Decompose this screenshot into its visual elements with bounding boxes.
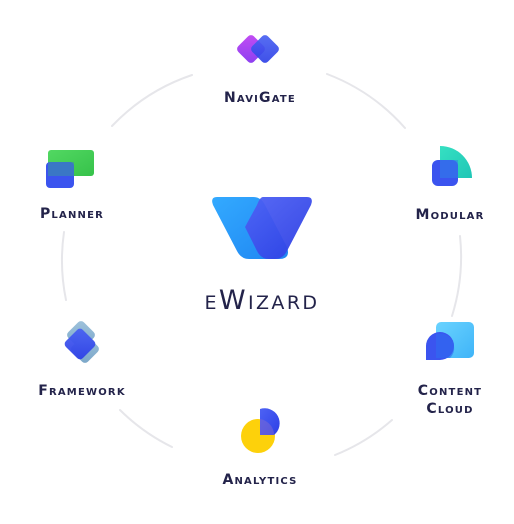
module-framework[interactable]: Framework — [22, 318, 142, 403]
center-title: eWizard — [204, 285, 320, 316]
ring-arc-right — [451, 235, 463, 317]
framework-diamonds-icon — [64, 321, 99, 363]
ring-arc-bottom-left — [119, 409, 173, 448]
ring-arc-bottom-right — [334, 419, 393, 456]
ring-arc-top-right — [326, 73, 406, 129]
module-label-analytics: Analytics — [222, 472, 298, 488]
module-modular[interactable]: Modular — [400, 144, 500, 224]
module-content-cloud[interactable]: Content Cloud — [395, 320, 505, 420]
module-label-framework: Framework — [38, 383, 126, 399]
module-label-content: Content — [417, 383, 483, 399]
module-analytics[interactable]: Analytics — [205, 405, 315, 490]
module-navigate[interactable]: NaviGate — [205, 30, 315, 110]
content-cloud-icon — [426, 322, 474, 360]
modular-quarter-circle-icon — [432, 146, 472, 186]
module-label-planner: Planner — [39, 206, 105, 222]
ewizard-w-logo-icon — [212, 197, 312, 259]
module-label-modular: Modular — [415, 207, 485, 223]
navigate-diamonds-icon — [237, 35, 279, 63]
ring-arc-top-left — [111, 74, 193, 127]
analytics-circles-icon — [241, 408, 280, 453]
module-planner[interactable]: Planner — [22, 146, 122, 226]
planner-rectangles-icon — [46, 150, 94, 188]
ring-arc-left — [61, 231, 67, 301]
module-label-cloud: Cloud — [426, 401, 474, 417]
module-label-navigate: NaviGate — [224, 90, 296, 106]
